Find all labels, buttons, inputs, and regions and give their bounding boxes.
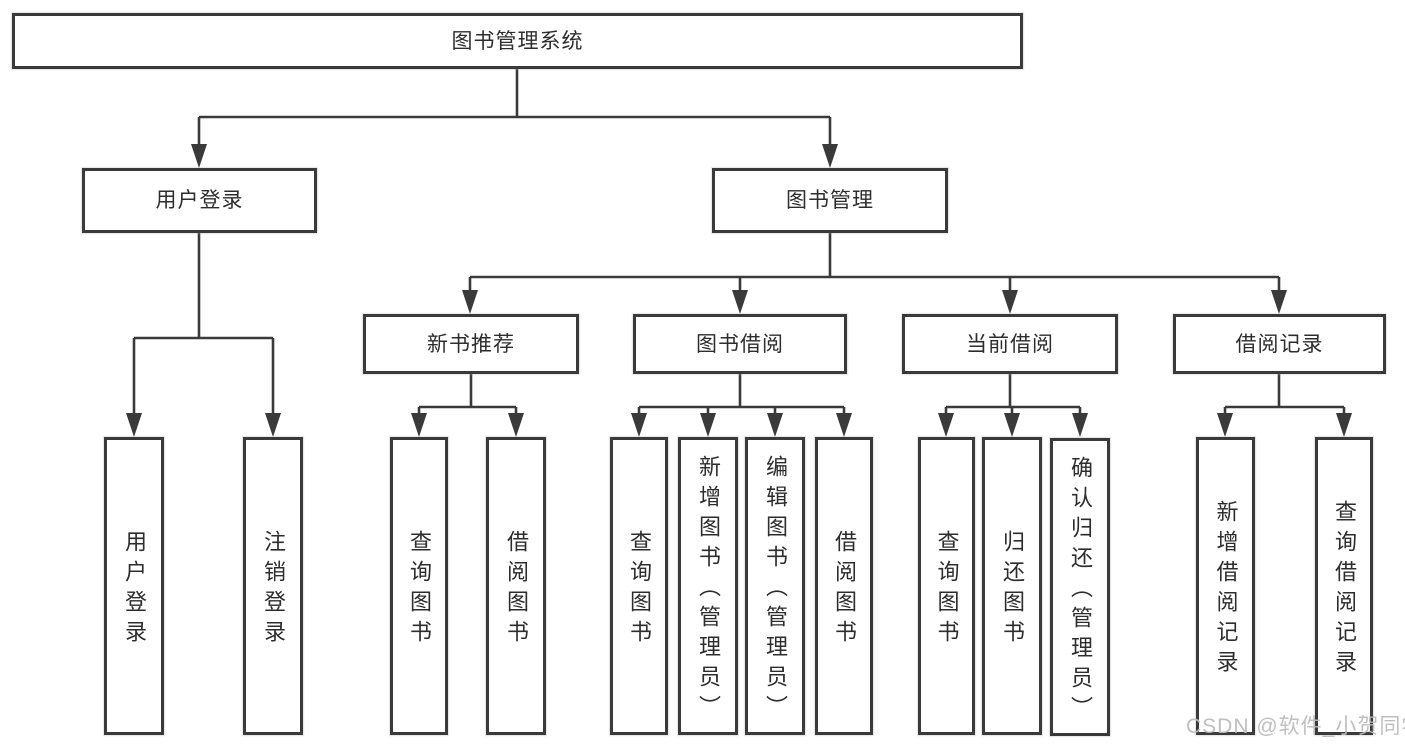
- leaf-query-books-borrow-label: 查询图书: [627, 530, 652, 650]
- node-current-borrow-label: 当前借阅: [966, 332, 1054, 356]
- arrow-head-icon: [822, 144, 838, 168]
- node-book-management: 图书管理: [712, 168, 948, 233]
- node-book-management-label: 图书管理: [786, 189, 874, 212]
- node-user-login: 用户登录: [82, 168, 317, 233]
- arrow-head-icon: [508, 413, 524, 437]
- leaf-return-books: 归还图书: [982, 437, 1042, 735]
- leaf-edit-books-admin-label: 编辑图书（管理员）: [763, 455, 788, 725]
- leaf-logout-label: 注销登录: [261, 530, 286, 650]
- leaf-query-books-recommend: 查询图书: [390, 437, 448, 735]
- arrow-head-icon: [1002, 290, 1018, 314]
- node-library-system: 图书管理系统: [12, 13, 1023, 69]
- leaf-add-borrow-record: 新增借阅记录: [1196, 437, 1255, 735]
- arrow-head-icon: [1271, 290, 1287, 314]
- leaf-add-borrow-record-label: 新增借阅记录: [1213, 500, 1239, 680]
- leaf-borrow-books-recommend-label: 借阅图书: [504, 530, 529, 650]
- leaf-user-login-label: 用户登录: [122, 530, 147, 650]
- arrow-head-icon: [700, 413, 716, 437]
- node-borrow-records: 借阅记录: [1173, 314, 1386, 374]
- arrow-head-icon: [836, 413, 852, 437]
- arrow-head-icon: [1217, 413, 1233, 437]
- arrow-head-icon: [631, 413, 647, 437]
- arrow-head-icon: [265, 413, 281, 437]
- leaf-query-books-recommend-label: 查询图书: [407, 530, 432, 650]
- node-current-borrow: 当前借阅: [902, 314, 1118, 374]
- watermark: CSDN @软件_小贺同学: [1186, 715, 1405, 738]
- leaf-query-books-borrow: 查询图书: [610, 437, 668, 735]
- arrow-head-icon: [126, 413, 142, 437]
- leaf-add-books-admin-label: 新增图书（管理员）: [696, 455, 721, 725]
- arrow-head-icon: [767, 413, 783, 437]
- node-new-book-recommend: 新书推荐: [363, 314, 579, 374]
- leaf-borrow-books: 借阅图书: [815, 437, 873, 735]
- node-book-borrow: 图书借阅: [633, 314, 847, 374]
- arrow-head-icon: [1004, 413, 1020, 437]
- node-user-login-label: 用户登录: [155, 189, 244, 212]
- node-new-book-recommend-label: 新书推荐: [427, 332, 515, 356]
- node-borrow-records-label: 借阅记录: [1235, 332, 1324, 356]
- arrow-head-icon: [938, 413, 954, 437]
- leaf-query-books-current-label: 查询图书: [934, 530, 960, 650]
- node-library-system-label: 图书管理系统: [451, 29, 584, 53]
- leaf-query-books-current: 查询图书: [918, 437, 975, 735]
- arrow-head-icon: [411, 413, 427, 437]
- arrow-head-icon: [732, 290, 748, 314]
- arrow-head-icon: [191, 144, 207, 168]
- arrow-head-icon: [1072, 413, 1088, 437]
- leaf-edit-books-admin: 编辑图书（管理员）: [745, 437, 805, 735]
- leaf-logout: 注销登录: [243, 437, 303, 735]
- leaf-add-books-admin: 新增图书（管理员）: [678, 437, 738, 735]
- node-book-borrow-label: 图书借阅: [696, 332, 784, 356]
- arrow-head-icon: [1336, 413, 1352, 437]
- leaf-confirm-return-admin-label: 确认归还（管理员）: [1068, 456, 1093, 726]
- arrow-head-icon: [462, 290, 478, 314]
- leaf-query-borrow-record: 查询借阅记录: [1315, 437, 1373, 735]
- leaf-borrow-books-recommend: 借阅图书: [486, 437, 546, 735]
- leaf-return-books-label: 归还图书: [1000, 530, 1025, 650]
- leaf-user-login: 用户登录: [104, 437, 164, 735]
- leaf-borrow-books-label: 借阅图书: [832, 530, 857, 650]
- leaf-confirm-return-admin: 确认归还（管理员）: [1050, 438, 1110, 736]
- leaf-query-borrow-record-label: 查询借阅记录: [1332, 500, 1357, 680]
